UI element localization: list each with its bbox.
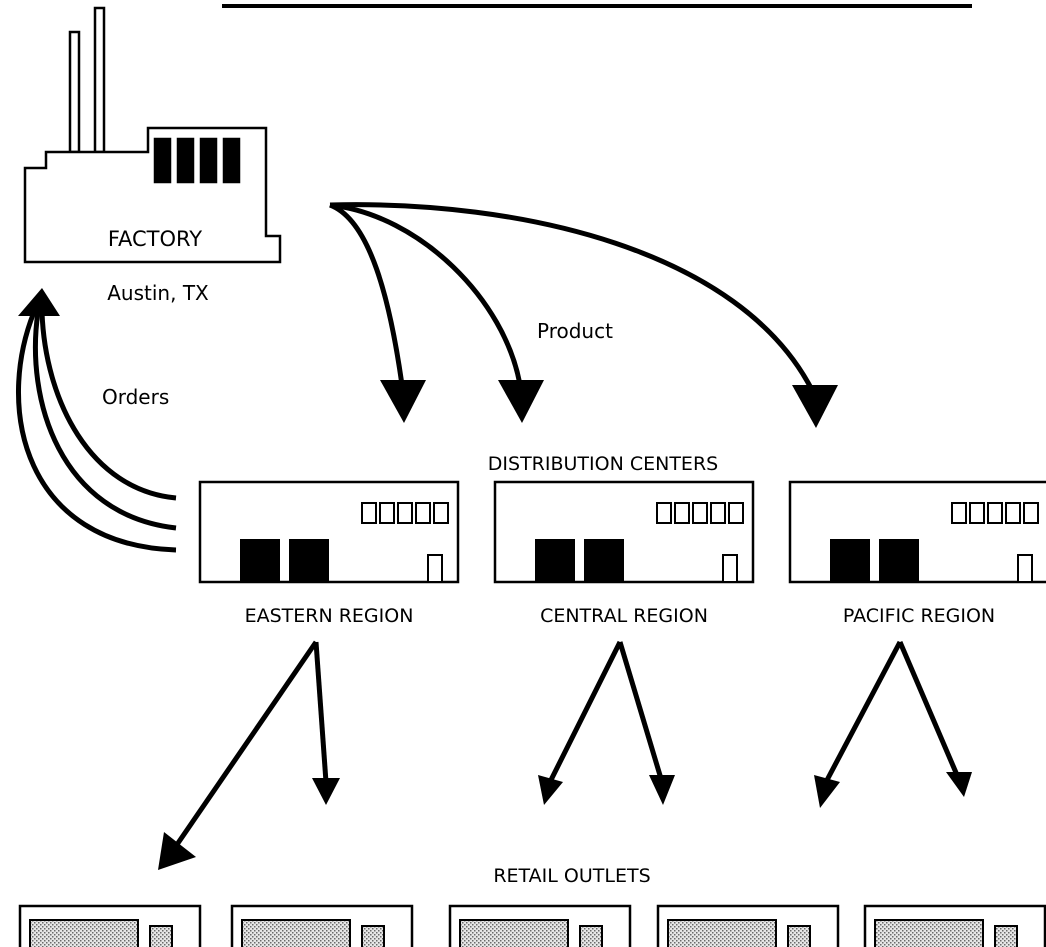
arrowhead-pacific-right bbox=[946, 772, 972, 797]
product-label: Product bbox=[537, 319, 613, 343]
store-door-icon bbox=[994, 925, 1018, 947]
arrowhead-central-right bbox=[649, 775, 675, 805]
retail-outlets bbox=[18, 904, 1046, 947]
window-icon bbox=[951, 502, 967, 524]
storefront-window-icon bbox=[667, 919, 777, 947]
arrowhead-eastern-left bbox=[158, 832, 196, 870]
retail-outlet bbox=[448, 904, 632, 947]
arrowhead-eastern-right bbox=[312, 778, 340, 805]
store-door-icon bbox=[149, 925, 173, 947]
window-icon bbox=[361, 502, 377, 524]
product-arrow-central bbox=[329, 202, 523, 386]
window-icon bbox=[674, 502, 690, 524]
window-icon bbox=[987, 502, 1003, 524]
window-icon bbox=[379, 502, 395, 524]
store-door-icon bbox=[579, 925, 603, 947]
distribution-center: CENTRAL REGION bbox=[493, 480, 755, 627]
loading-dock-icon bbox=[240, 539, 280, 582]
retail-outlet bbox=[656, 904, 840, 947]
product-arrowhead-central bbox=[498, 380, 544, 423]
storefront-window-icon bbox=[29, 919, 139, 947]
product-arrowhead-pacific bbox=[792, 385, 838, 428]
retail-outlet bbox=[863, 904, 1046, 947]
factory-label: FACTORY bbox=[108, 227, 202, 251]
arrowhead-pacific-left bbox=[814, 775, 840, 808]
window-icon bbox=[1005, 502, 1021, 524]
distribution-centers-label: DISTRIBUTION CENTERS bbox=[488, 453, 718, 475]
store-door-icon bbox=[787, 925, 811, 947]
orders-label: Orders bbox=[102, 385, 169, 409]
window-icon bbox=[710, 502, 726, 524]
region-label: CENTRAL REGION bbox=[540, 605, 708, 627]
door-icon bbox=[427, 554, 443, 583]
storefront-window-icon bbox=[459, 919, 569, 947]
store-door-icon bbox=[361, 925, 385, 947]
window-icon bbox=[969, 502, 985, 524]
window-icon bbox=[397, 502, 413, 524]
loading-dock-icon bbox=[535, 539, 575, 582]
order-arrow-1 bbox=[39, 311, 177, 501]
factory-location-label: Austin, TX bbox=[107, 281, 209, 305]
product-arrow-pacific bbox=[329, 202, 815, 392]
door-icon bbox=[722, 554, 738, 583]
distribution-center: PACIFIC REGION bbox=[788, 480, 1046, 627]
product-arrowhead-eastern bbox=[380, 380, 426, 423]
window-icon bbox=[692, 502, 708, 524]
distribution-center: EASTERN REGION bbox=[198, 480, 460, 627]
distribution-centers: EASTERN REGION CENTRAL REGION PACIFIC REGI… bbox=[198, 480, 1046, 627]
retail-outlet bbox=[18, 904, 202, 947]
window-icon bbox=[656, 502, 672, 524]
region-label: EASTERN REGION bbox=[245, 605, 414, 627]
storefront-window-icon bbox=[241, 919, 351, 947]
order-arrow-2 bbox=[33, 311, 177, 531]
loading-dock-icon bbox=[830, 539, 870, 582]
storefront-window-icon bbox=[874, 919, 984, 947]
loading-dock-icon bbox=[289, 539, 329, 582]
order-arrowhead bbox=[18, 288, 60, 316]
arrowhead-central-left bbox=[538, 775, 563, 805]
retail-outlets-label: RETAIL OUTLETS bbox=[493, 865, 650, 887]
loading-dock-icon bbox=[879, 539, 919, 582]
order-arrow-3 bbox=[16, 311, 177, 553]
regional-arrows bbox=[173, 640, 963, 848]
region-label: PACIFIC REGION bbox=[843, 605, 995, 627]
factory-icon bbox=[23, 6, 282, 264]
window-icon bbox=[415, 502, 431, 524]
window-icon bbox=[1023, 502, 1039, 524]
window-icon bbox=[433, 502, 449, 524]
retail-outlet bbox=[230, 904, 414, 947]
product-arrow-eastern bbox=[329, 202, 405, 386]
loading-dock-icon bbox=[584, 539, 624, 582]
product-arrows bbox=[329, 202, 815, 392]
door-icon bbox=[1017, 554, 1033, 583]
window-icon bbox=[728, 502, 744, 524]
order-arrows bbox=[16, 311, 177, 553]
